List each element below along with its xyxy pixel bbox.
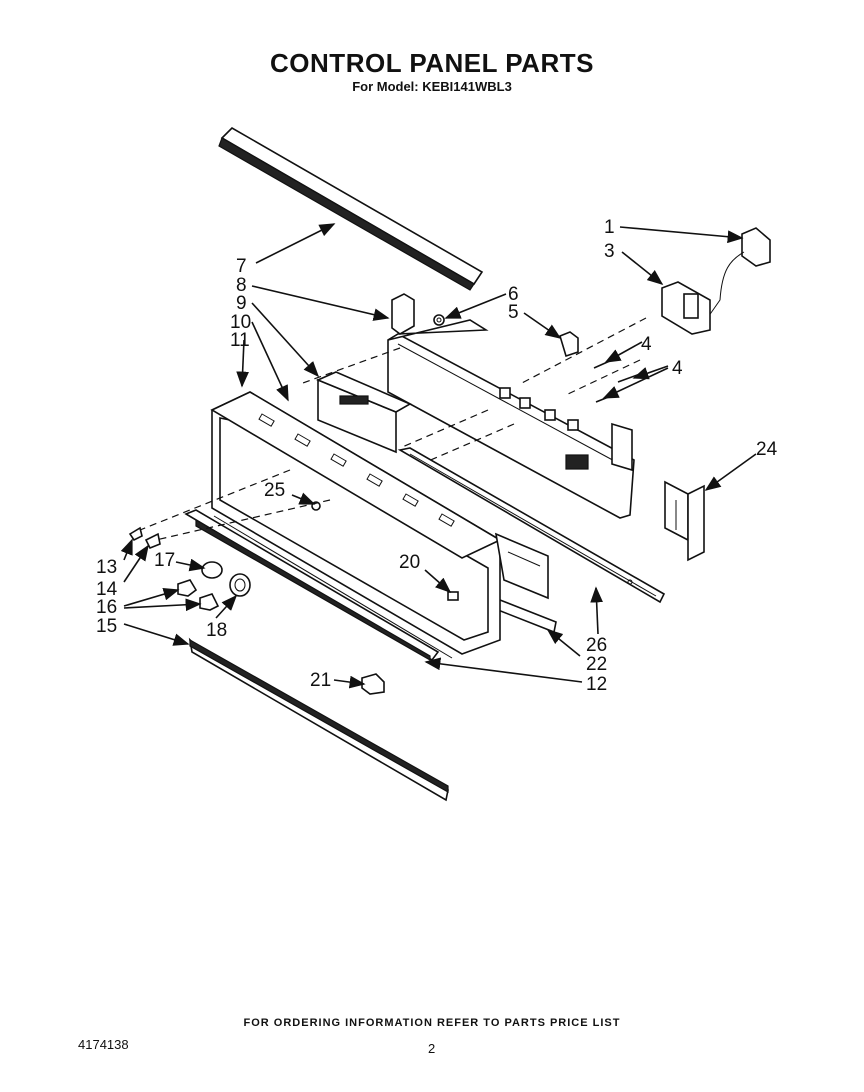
callout-18: 18 — [206, 620, 227, 641]
callout-16: 16 — [96, 597, 117, 618]
trim-strip-bottom — [188, 637, 449, 802]
callout-14: 14 — [96, 579, 118, 600]
switch-module — [661, 281, 711, 335]
callout-3: 3 — [604, 241, 615, 262]
callout-24: 24 — [756, 439, 778, 460]
model-subtitle: For Model: KEBI141WBL3 — [352, 79, 512, 94]
callout-7: 7 — [236, 256, 247, 277]
lower-rail — [497, 598, 557, 634]
callout-10: 10 — [230, 312, 251, 333]
nut — [433, 314, 445, 326]
callout-4b: 4 — [672, 358, 683, 379]
callout-11: 11 — [230, 330, 250, 351]
knobs — [128, 526, 161, 550]
clip-21 — [361, 673, 385, 695]
callout-22: 22 — [586, 654, 607, 675]
callout-1: 1 — [604, 217, 615, 238]
rear-rail — [397, 447, 666, 604]
callout-9: 9 — [236, 293, 247, 314]
document-number: 4174138 — [78, 1037, 129, 1052]
callout-17: 17 — [154, 550, 175, 571]
trim-strip-top — [218, 127, 484, 291]
callout-6: 6 — [508, 284, 519, 305]
clip-20 — [447, 591, 459, 601]
screws — [593, 359, 641, 403]
push-buttons — [177, 579, 220, 611]
side-bracket — [664, 480, 705, 562]
callout-26: 26 — [586, 635, 607, 656]
callout-21: 21 — [310, 670, 331, 691]
alignment-lines — [139, 317, 647, 541]
callout-15: 15 — [96, 616, 117, 637]
display-board — [315, 371, 412, 454]
callout-12: 12 — [586, 674, 607, 695]
ordering-info-note: FOR ORDERING INFORMATION REFER TO PARTS … — [243, 1017, 621, 1029]
terminal-clip — [559, 331, 579, 358]
knob-disc — [201, 561, 223, 579]
callout-20: 20 — [399, 552, 420, 573]
console-frame — [210, 391, 549, 655]
control-mounting-plate — [387, 293, 635, 519]
callout-5: 5 — [508, 302, 519, 323]
knob-ring — [229, 573, 251, 597]
callout-13: 13 — [96, 557, 117, 578]
connector-1 — [705, 227, 771, 321]
console-frame-slots — [258, 413, 455, 527]
leader-lines — [120, 223, 757, 689]
page-number: 2 — [428, 1041, 436, 1056]
callout-4a: 4 — [641, 334, 652, 355]
callout-numbers: 1 3 4 4 5 6 7 8 9 10 11 12 13 14 15 16 1… — [96, 217, 778, 695]
callout-25: 25 — [264, 480, 285, 501]
page-title: CONTROL PANEL PARTS — [270, 48, 594, 78]
callout-8: 8 — [236, 275, 247, 296]
